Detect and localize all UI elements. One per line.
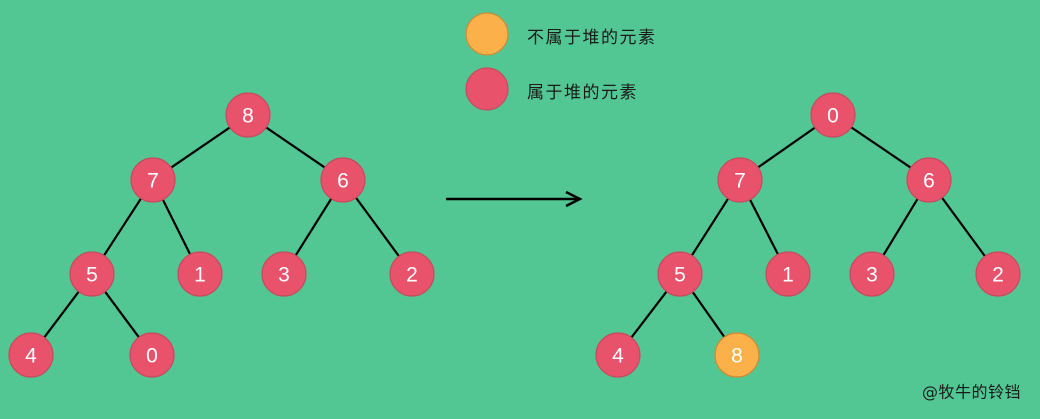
tree-node[interactable]: 8 — [714, 332, 760, 378]
legend-swatch-in-heap — [465, 67, 509, 111]
node-circle[interactable] — [717, 157, 763, 203]
tree-edge — [103, 290, 141, 339]
node-circle[interactable] — [320, 157, 366, 203]
node-circle[interactable] — [129, 332, 175, 378]
tree-node[interactable]: 3 — [849, 251, 895, 297]
legend-label-in-heap: 属于堆的元素 — [527, 83, 638, 103]
node-circle[interactable] — [975, 251, 1021, 297]
tree-node[interactable]: 7 — [717, 157, 763, 203]
tree-edge — [748, 198, 780, 256]
tree-edge — [940, 196, 987, 258]
node-circle[interactable] — [225, 92, 271, 138]
tree-node[interactable]: 7 — [130, 157, 176, 203]
node-circle[interactable] — [765, 251, 811, 297]
tree-node[interactable]: 5 — [657, 251, 703, 297]
tree-edge — [102, 197, 143, 257]
tree-edge — [630, 290, 668, 339]
tree-node[interactable]: 6 — [320, 157, 366, 203]
tree-edge — [161, 198, 192, 256]
tree-edge — [756, 126, 817, 169]
tree-node[interactable]: 5 — [69, 251, 115, 297]
node-circle[interactable] — [130, 157, 176, 203]
tree-edge — [354, 196, 401, 258]
tree-edge — [690, 197, 730, 257]
tree-node[interactable]: 2 — [975, 251, 1021, 297]
tree-edge — [882, 197, 919, 257]
tree-edge — [294, 197, 333, 257]
tree-edge — [850, 126, 912, 169]
node-circle[interactable] — [595, 332, 641, 378]
node-circle[interactable] — [389, 251, 435, 297]
tree-node[interactable]: 2 — [389, 251, 435, 297]
tree-node[interactable]: 0 — [129, 332, 175, 378]
node-circle[interactable] — [906, 157, 952, 203]
tree-node[interactable]: 4 — [595, 332, 641, 378]
tree-node[interactable]: 8 — [225, 92, 271, 138]
tree-node[interactable]: 1 — [765, 251, 811, 297]
tree-node[interactable]: 1 — [177, 251, 223, 297]
node-circle[interactable] — [177, 251, 223, 297]
node-circle[interactable] — [714, 332, 760, 378]
tree-node[interactable]: 3 — [261, 251, 307, 297]
transition-arrow — [446, 190, 583, 208]
tree-node[interactable]: 6 — [906, 157, 952, 203]
watermark: @牧牛的铃铛 — [922, 383, 1021, 402]
watermark-label: @牧牛的铃铛 — [922, 383, 1021, 402]
node-circle[interactable] — [261, 251, 307, 297]
node-circle[interactable] — [810, 92, 856, 138]
arrow-head-icon — [565, 190, 583, 208]
legend-swatch-not-in-heap — [465, 12, 509, 56]
node-circle[interactable] — [69, 251, 115, 297]
edges-layer — [43, 126, 987, 339]
tree-node[interactable]: 0 — [810, 92, 856, 138]
tree-edge — [691, 290, 726, 339]
node-circle[interactable] — [657, 251, 703, 297]
tree-edge — [265, 126, 326, 169]
legend-label-not-in-heap: 不属于堆的元素 — [527, 28, 657, 48]
tree-node[interactable]: 4 — [8, 332, 54, 378]
tree-edge — [43, 290, 80, 339]
tree-edge — [170, 126, 231, 169]
node-circle[interactable] — [849, 251, 895, 297]
node-circle[interactable] — [8, 332, 54, 378]
